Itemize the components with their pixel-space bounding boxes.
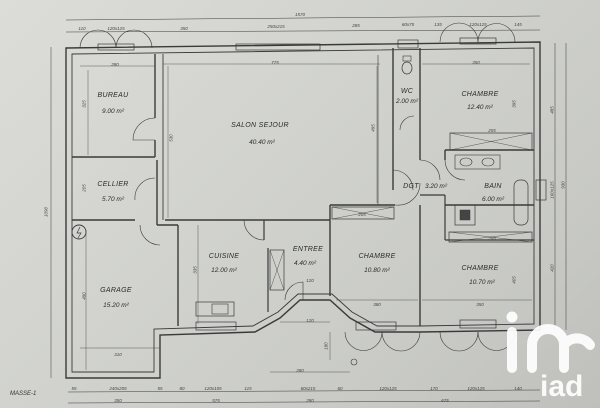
dim-bottom-total-2: 575 [212, 398, 220, 403]
dim-closet-bain: 255 [488, 236, 496, 241]
room-area-bureau: 9.00 m² [101, 108, 125, 115]
dim-garage-width: 310 [114, 352, 122, 357]
dim-bottom-13: 140 [514, 386, 522, 391]
dim-bottom-4: 120x105 [204, 386, 222, 391]
dim-top-5: 60x75 [401, 22, 415, 27]
room-area-salon: 40.40 m² [249, 139, 275, 146]
room-label-chambre-3: CHAMBRE [461, 265, 499, 272]
dim-bottom-10: 120x125 [379, 386, 397, 391]
dim-chambre2-width: 380 [373, 302, 381, 307]
dim-bottom-5: 115 [244, 386, 252, 391]
dim-chambre3-width: 350 [476, 302, 484, 307]
dim-porch-width: 120 [306, 318, 314, 323]
room-label-garage: GARAGE [100, 287, 132, 294]
dim-bottom-11: 170 [430, 386, 438, 391]
room-label-entree: ENTREE [292, 246, 324, 253]
room-area-cellier: 5.70 m² [101, 196, 125, 203]
dim-top-4: 285 [352, 23, 360, 28]
dim-salon-width: 775 [271, 60, 279, 65]
dim-top-0: 110 [78, 26, 86, 31]
room-label-cuisine: CUISINE [208, 253, 240, 260]
room-area-chambre-3: 10.70 m² [469, 279, 495, 286]
dim-top-6: 135 [434, 22, 442, 27]
iad-logo-text: iad [540, 370, 584, 403]
dim-bottom-2: 55 [157, 386, 163, 391]
room-area-garage: 15.20 m² [103, 302, 129, 309]
dim-top-2: 350 [180, 26, 188, 31]
dim-bureau-width: 280 [111, 62, 119, 67]
dim-bottom-3: 80 [179, 386, 185, 391]
dim-bottom-7: 60 [337, 386, 343, 391]
room-label-bain: BAIN [484, 183, 502, 190]
room-label-cellier: CELLIER [97, 181, 129, 188]
dim-bottom-total-0: 350 [114, 398, 122, 403]
dim-placard: 205 [358, 212, 366, 217]
dim-top-7: 120x125 [469, 22, 487, 27]
dim-bottom-total-3: 675 [441, 398, 449, 403]
room-area-entree: 4.40 m² [293, 260, 317, 267]
room-label-chambre-1: CHAMBRE [461, 91, 499, 98]
sheet-label: MASSE-1 [10, 391, 37, 397]
room-area-cuisine: 12.00 m² [211, 267, 237, 274]
room-label-wc: WC [400, 88, 414, 95]
dim-top-1: 120x125 [107, 26, 125, 31]
dim-closet-top: 255 [488, 128, 496, 133]
room-label-chambre-2: CHAMBRE [358, 253, 396, 260]
dim-top-3: 250x215 [267, 24, 285, 29]
room-area-bain: 6.00 m² [481, 196, 505, 203]
dim-total-width: 1570 [294, 12, 306, 17]
room-label-dgt: DGT [403, 183, 419, 190]
room-area-chambre-2: 10.80 m² [364, 267, 390, 274]
room-label-bureau: BUREAU [97, 92, 129, 99]
dim-bottom-6: 60x215 [300, 386, 316, 391]
dim-terrace-width: 280 [296, 368, 304, 373]
dim-entree-width: 120 [306, 278, 314, 283]
room-area-dgt: 3.20 m² [424, 183, 448, 190]
dim-bottom-0: 55 [71, 386, 77, 391]
dim-top-8: 145 [514, 22, 522, 27]
dim-chambre1-width: 350 [472, 60, 480, 65]
dim-bottom-1: 240x205 [109, 386, 127, 391]
room-area-wc: 2.00 m² [395, 98, 419, 105]
room-area-chambre-1: 12.40 m² [467, 104, 493, 111]
dim-bottom-12: 120x125 [467, 386, 485, 391]
dim-bottom-total-1: 280 [306, 398, 314, 403]
room-label-salon: SALON SEJOUR [231, 122, 289, 129]
